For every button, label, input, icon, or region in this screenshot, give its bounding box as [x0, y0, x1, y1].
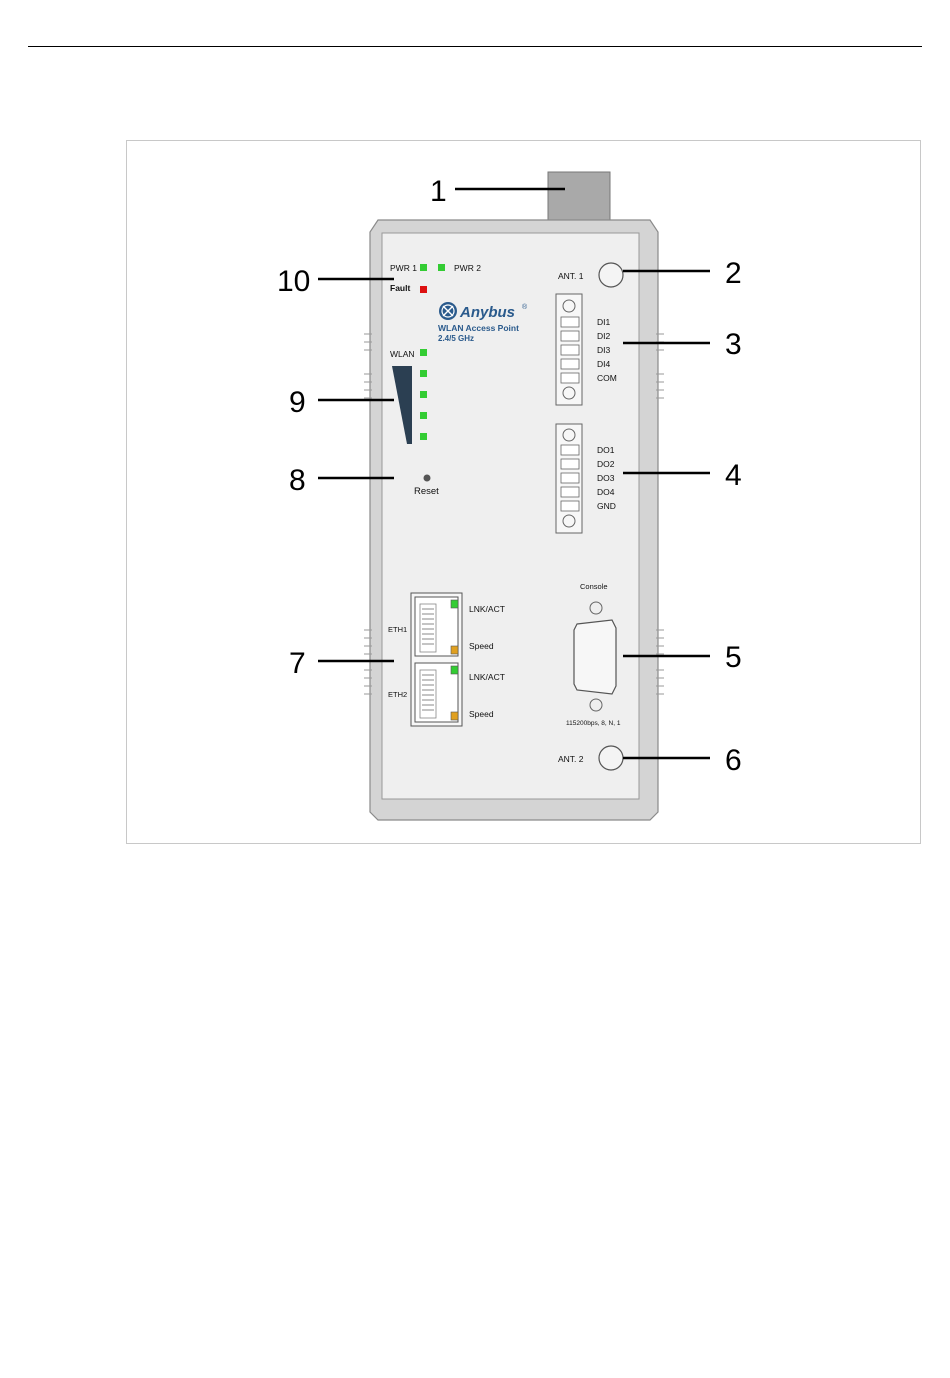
callout-1: 1: [430, 175, 447, 208]
pwr1-led: [420, 264, 427, 271]
ant2-connector[interactable]: [599, 746, 623, 770]
console-port[interactable]: [574, 620, 616, 694]
callout-3: 3: [725, 328, 742, 361]
do-terminal-block: [556, 424, 582, 533]
fault-label: Fault: [390, 283, 410, 293]
product-line: WLAN Access Point: [438, 323, 519, 333]
do3-label: DO3: [597, 473, 615, 483]
registered-mark: ®: [522, 303, 528, 311]
pwr2-label: PWR 2: [454, 263, 481, 273]
reset-label: Reset: [414, 486, 439, 497]
callout-10: 10: [277, 265, 310, 298]
do1-label: DO1: [597, 445, 615, 455]
callout-9: 9: [289, 386, 306, 419]
wlan-led: [420, 349, 427, 356]
callout-8: 8: [289, 464, 306, 497]
eth2-port-label: ETH2: [388, 690, 407, 699]
signal-led-5: [420, 370, 427, 377]
eth1-lnk-led: [451, 600, 458, 608]
reset-button[interactable]: [424, 475, 431, 482]
console-label: Console: [580, 582, 608, 591]
eth2-speed-led: [451, 712, 458, 720]
signal-led-4: [420, 391, 427, 398]
di4-label: DI4: [597, 359, 611, 369]
fault-led: [420, 286, 427, 293]
eth2-lnk-label: LNK/ACT: [469, 672, 505, 682]
gnd-label: GND: [597, 501, 616, 511]
com-label: COM: [597, 373, 617, 383]
brand-name: Anybus: [459, 304, 515, 321]
console-settings: 115200bps, 8, N, 1: [566, 720, 621, 727]
di-terminal-block: [556, 294, 582, 405]
eth1-lnk-label: LNK/ACT: [469, 604, 505, 614]
signal-led-3: [420, 412, 427, 419]
callout-4: 4: [725, 459, 742, 492]
ant1-connector[interactable]: [599, 263, 623, 287]
do2-label: DO2: [597, 459, 615, 469]
eth1-speed-label: Speed: [469, 641, 494, 651]
eth2-lnk-led: [451, 666, 458, 674]
signal-led-2: [420, 433, 427, 440]
callout-7: 7: [289, 647, 306, 680]
callout-6: 6: [725, 744, 742, 777]
wlan-label: WLAN: [390, 349, 415, 359]
frequency-bands: 2.4/5 GHz: [438, 334, 474, 343]
di3-label: DI3: [597, 345, 611, 355]
anybus-logo-icon: [439, 302, 457, 320]
callout-2: 2: [725, 257, 742, 290]
pwr2-led: [438, 264, 445, 271]
di2-label: DI2: [597, 331, 611, 341]
do4-label: DO4: [597, 487, 615, 497]
ethernet-ports: [411, 593, 462, 726]
ant1-label: ANT. 1: [558, 271, 584, 281]
din-rail-clip: [548, 172, 610, 222]
pwr1-label: PWR 1: [390, 263, 417, 273]
eth2-speed-label: Speed: [469, 709, 494, 719]
di1-label: DI1: [597, 317, 611, 327]
callout-5: 5: [725, 641, 742, 674]
eth1-port-label: ETH1: [388, 625, 407, 634]
eth1-speed-led: [451, 646, 458, 654]
ant2-label: ANT. 2: [558, 754, 584, 764]
